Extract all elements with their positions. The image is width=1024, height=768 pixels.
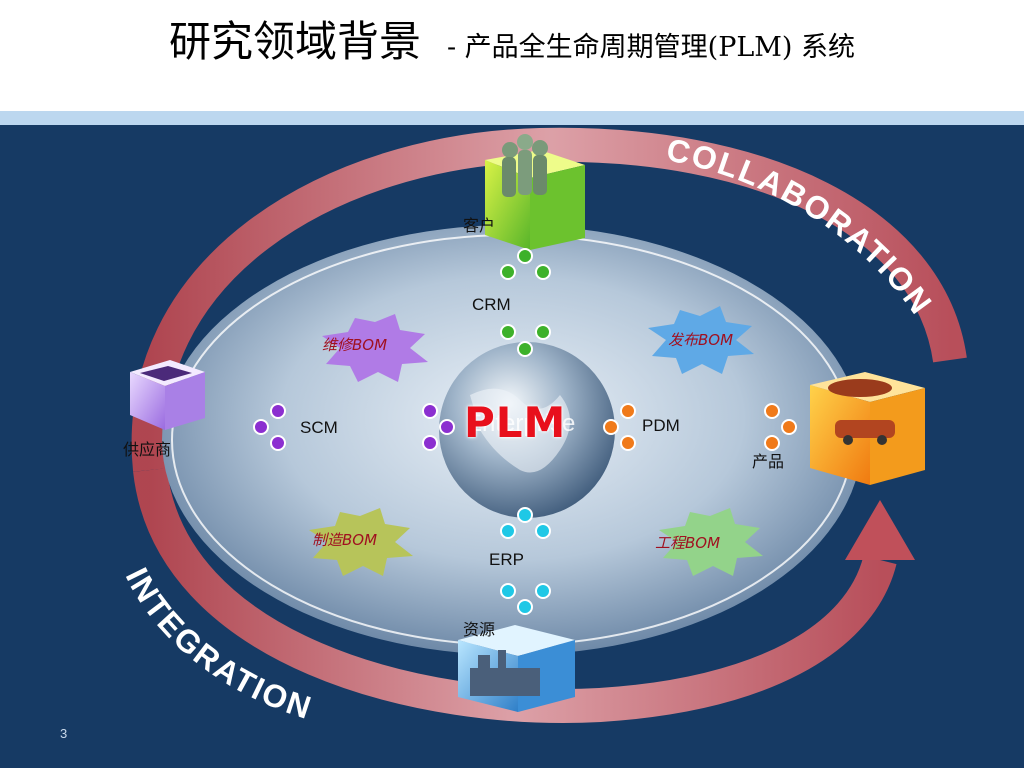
pdm-label: PDM bbox=[642, 416, 680, 435]
cyan-nodes bbox=[500, 507, 551, 615]
maintenance-bom-label: 维修BOM bbox=[322, 336, 388, 354]
slide-title: 研究领域背景 - 产品全生命周期管理(PLM) 系统 bbox=[0, 8, 1024, 78]
bom-burst-release bbox=[648, 306, 754, 374]
integration-arrowhead bbox=[845, 500, 915, 560]
green-nodes-top bbox=[500, 248, 551, 357]
scm-label: SCM bbox=[300, 418, 338, 437]
bom-burst-maintenance bbox=[322, 314, 428, 382]
plm-center-label: PLM bbox=[464, 398, 567, 447]
erp-label: ERP bbox=[489, 550, 524, 569]
supplier-label: 供应商 bbox=[123, 440, 172, 459]
product-label: 产品 bbox=[752, 452, 785, 471]
customer-cube bbox=[485, 134, 585, 250]
crm-label: CRM bbox=[472, 295, 511, 314]
enterprise-faded-text: Enterprise bbox=[466, 410, 576, 437]
product-cube bbox=[810, 372, 925, 485]
manufacturing-bom-label: 制造BOM bbox=[312, 531, 378, 549]
release-bom-label: 发布BOM bbox=[668, 331, 734, 349]
resources-label: 资源 bbox=[463, 620, 496, 639]
resources-cube bbox=[458, 625, 575, 712]
supplier-cube bbox=[130, 360, 205, 430]
page-number: 3 bbox=[60, 726, 68, 741]
purple-nodes bbox=[253, 403, 455, 451]
customer-label: 客户 bbox=[463, 216, 496, 235]
bom-burst-engineering bbox=[659, 508, 763, 576]
title-subtitle: - 产品全生命周期管理(PLM) 系统 bbox=[446, 32, 856, 63]
bom-burst-manufacturing bbox=[309, 508, 413, 576]
plm-diagram: COLLABORATION INTEGRATION bbox=[0, 125, 1024, 768]
title-divider-band bbox=[0, 111, 1024, 125]
diagram-canvas: COLLABORATION INTEGRATION bbox=[119, 127, 967, 726]
title-main: 研究领域背景 bbox=[168, 17, 421, 66]
engineering-bom-label: 工程BOM bbox=[655, 534, 721, 552]
integration-arc bbox=[133, 467, 897, 723]
orange-nodes bbox=[603, 403, 797, 451]
